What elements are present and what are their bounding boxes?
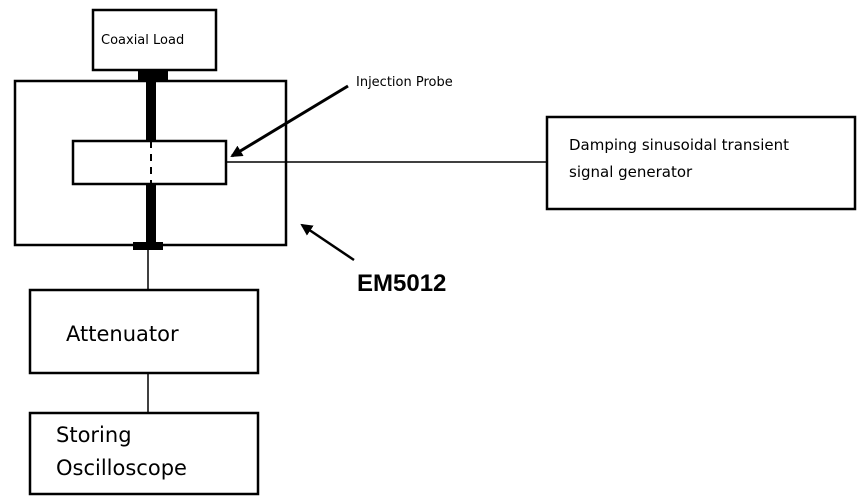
generator-label-line1: Damping sinusoidal transient xyxy=(569,136,789,154)
oscilloscope-box xyxy=(28,411,260,496)
generator-label-line2: signal generator xyxy=(569,163,693,181)
injection-probe-label: Injection Probe xyxy=(356,75,453,90)
lower-conductor xyxy=(146,184,156,243)
injection-probe-arrow xyxy=(230,84,349,158)
em5012-arrow xyxy=(300,223,355,262)
injection-probe-box xyxy=(71,139,228,186)
attenuator-label: Attenuator xyxy=(66,322,179,346)
oscilloscope-label-line1: Storing xyxy=(56,423,132,447)
em5012-label: EM5012 xyxy=(357,270,447,297)
coaxial-load-label: Coaxial Load xyxy=(101,33,185,48)
upper-conductor xyxy=(146,80,156,140)
attenuator-box xyxy=(28,288,260,375)
top-connector xyxy=(138,70,168,80)
coaxial-load-box xyxy=(91,8,218,72)
oscilloscope-label-line2: Oscilloscope xyxy=(56,456,187,480)
bottom-connector xyxy=(133,242,163,250)
generator-box xyxy=(545,115,857,211)
